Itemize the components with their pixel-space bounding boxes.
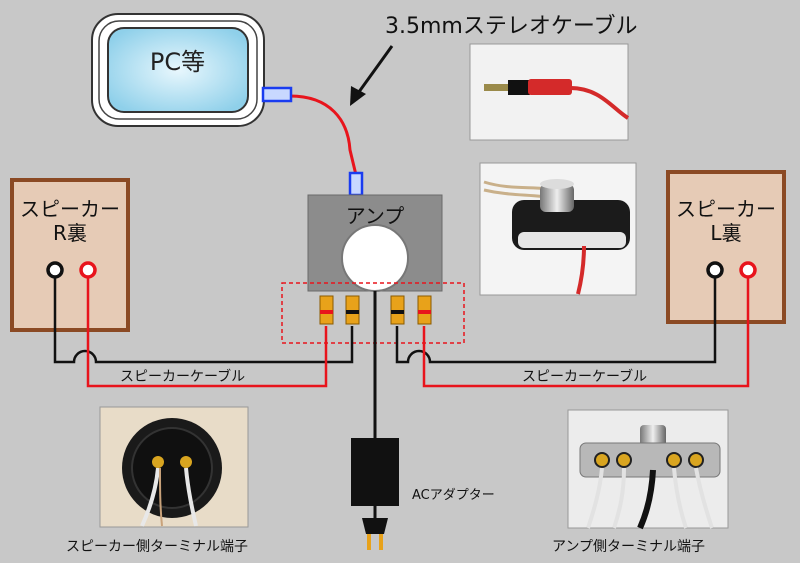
speaker-left-label-line2: L裏: [710, 221, 742, 245]
cable-l-red: [422, 278, 750, 388]
speaker-terminal-caption: スピーカー側ターミナル端子: [66, 539, 248, 555]
photo-speaker-terminal: [99, 406, 249, 528]
speaker-right-label-line1: スピーカー: [20, 197, 120, 221]
pc-jack: [261, 86, 293, 103]
amp-label: アンプ: [345, 204, 405, 228]
photo-stereo-plug: [469, 43, 630, 141]
amp-terminal-caption: アンプ側ターミナル端子: [552, 539, 706, 555]
cable-r-red: [86, 278, 328, 388]
cable-r-black: [53, 278, 354, 364]
ac-adapter: [351, 291, 399, 550]
speaker-right-label-line2: R裏: [53, 221, 87, 245]
ac-adapter-label: ACアダプター: [412, 488, 495, 503]
pc-label: PC等: [149, 48, 206, 76]
stereo-cable: [289, 94, 358, 176]
speaker-cable-label-right: スピーカーケーブル: [522, 369, 648, 385]
speaker-cable-label-left: スピーカーケーブル: [120, 369, 246, 385]
amp-terminals: [319, 295, 432, 325]
speaker-left-label-line1: スピーカー: [676, 197, 776, 221]
photo-amp: [479, 162, 637, 296]
photo-amp-terminal: [567, 409, 729, 530]
amplifier: [307, 194, 443, 292]
stereo-cable-label: 3.5mmステレオケーブル: [385, 14, 638, 39]
cable-l-black: [395, 278, 717, 364]
speaker-left: [666, 170, 786, 324]
cable-arrow: [350, 45, 394, 106]
amp-terminal-box: [281, 282, 465, 344]
speaker-right: [10, 178, 130, 332]
amp-jack: [348, 171, 364, 197]
pc-monitor: [91, 13, 265, 127]
